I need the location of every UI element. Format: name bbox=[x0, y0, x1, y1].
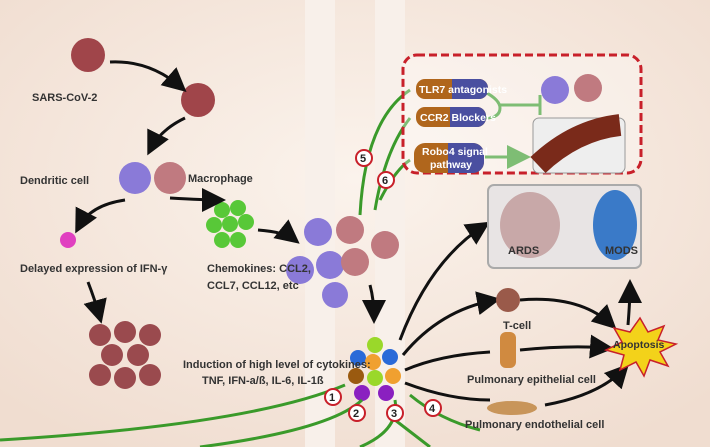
apoptosis-label: Apoptosis bbox=[613, 339, 664, 351]
marker-2: 2 bbox=[353, 408, 359, 420]
chemokines-label: Chemokines: CCL2, bbox=[207, 263, 311, 275]
dendritic-cell-icon bbox=[119, 162, 151, 194]
chemokines-label-2: CCL7, CCL12, etc bbox=[207, 280, 299, 292]
virus-icon bbox=[71, 38, 105, 72]
dendritic-cell-label: Dendritic cell bbox=[20, 175, 89, 187]
apoptosis-burst-icon bbox=[603, 316, 679, 378]
endothelial-cell-icon bbox=[487, 401, 537, 415]
therapy-pill-tlr7: TLR7 antagonists bbox=[416, 79, 507, 99]
svg-text:TLR7 antagonists: TLR7 antagonists bbox=[419, 84, 507, 96]
cytokine-cluster-icon bbox=[348, 337, 401, 401]
cytokines-label: Induction of high level of cytokines: bbox=[183, 359, 371, 371]
dendritic-cell-icon bbox=[541, 76, 569, 104]
number-markers bbox=[324, 149, 442, 422]
virus-label: SARS-CoV-2 bbox=[32, 92, 97, 104]
therapy-lines bbox=[0, 88, 542, 447]
ifn-label: Delayed expression of IFN-γ bbox=[20, 263, 168, 275]
macrophage-label: Macrophage bbox=[188, 173, 253, 185]
marker-5: 5 bbox=[360, 153, 366, 165]
virus-icon bbox=[181, 83, 215, 117]
svg-text:pathway: pathway bbox=[430, 159, 472, 171]
cytokines-list: TNF, IFN-a/ß, IL-6, IL-1ß bbox=[202, 375, 324, 387]
t-cell-icon bbox=[496, 288, 520, 312]
therapy-pill-ccr2: CCR2 Blockers bbox=[416, 107, 496, 127]
macrophage-icon bbox=[574, 74, 602, 102]
process-arrows bbox=[75, 60, 642, 407]
marker-1: 1 bbox=[329, 392, 335, 404]
epithelial-label: Pulmonary epithelial cell bbox=[467, 374, 596, 386]
svg-text:Robo4 signal: Robo4 signal bbox=[422, 146, 488, 158]
epithelial-cell-icon bbox=[500, 332, 516, 368]
marker-4: 4 bbox=[429, 403, 436, 415]
body-organs-icon bbox=[593, 190, 637, 260]
blood-vessel-icon bbox=[530, 114, 626, 174]
svg-text:CCR2 Blockers: CCR2 Blockers bbox=[420, 112, 496, 124]
immune-cell-cluster-icon bbox=[286, 216, 399, 308]
lungs-icon bbox=[500, 192, 560, 258]
marker-6: 6 bbox=[382, 175, 388, 187]
virus-cluster-icon bbox=[89, 321, 161, 389]
endothelial-label: Pulmonary endothelial cell bbox=[465, 419, 604, 431]
ifn-dot-icon bbox=[60, 232, 76, 248]
t-cell-label: T-cell bbox=[503, 320, 531, 332]
macrophage-icon bbox=[154, 162, 186, 194]
ards-label: ARDS bbox=[508, 245, 539, 257]
marker-3: 3 bbox=[391, 408, 397, 420]
therapy-pill-robo4: Robo4 signal pathway bbox=[414, 143, 488, 173]
mods-label: MODS bbox=[605, 245, 638, 257]
